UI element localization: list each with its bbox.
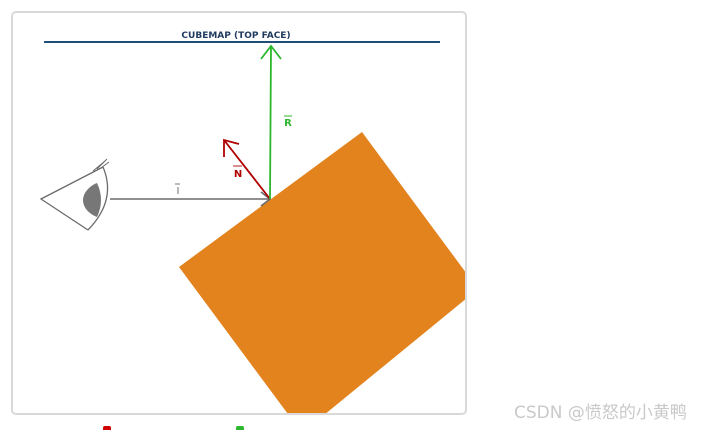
reflected-label: R: [284, 118, 292, 129]
eye-icon: [39, 158, 110, 231]
incident-vector: [110, 191, 272, 207]
diagram-frame: CUBEMAP (TOP FACE) I N R: [11, 11, 467, 415]
legend-mark-red: [103, 426, 111, 430]
reflected-vector: [260, 44, 282, 200]
normal-vector: [223, 138, 271, 200]
reflection-diagram: CUBEMAP (TOP FACE) I N R: [39, 31, 465, 413]
legend-mark-green: [236, 426, 244, 430]
cube-face: [179, 132, 465, 413]
csdn-watermark: CSDN @愤怒的小黄鸭: [514, 403, 687, 423]
cubemap-title: CUBEMAP (TOP FACE): [181, 31, 290, 41]
incident-label: I: [177, 186, 180, 197]
normal-label: N: [234, 169, 242, 180]
